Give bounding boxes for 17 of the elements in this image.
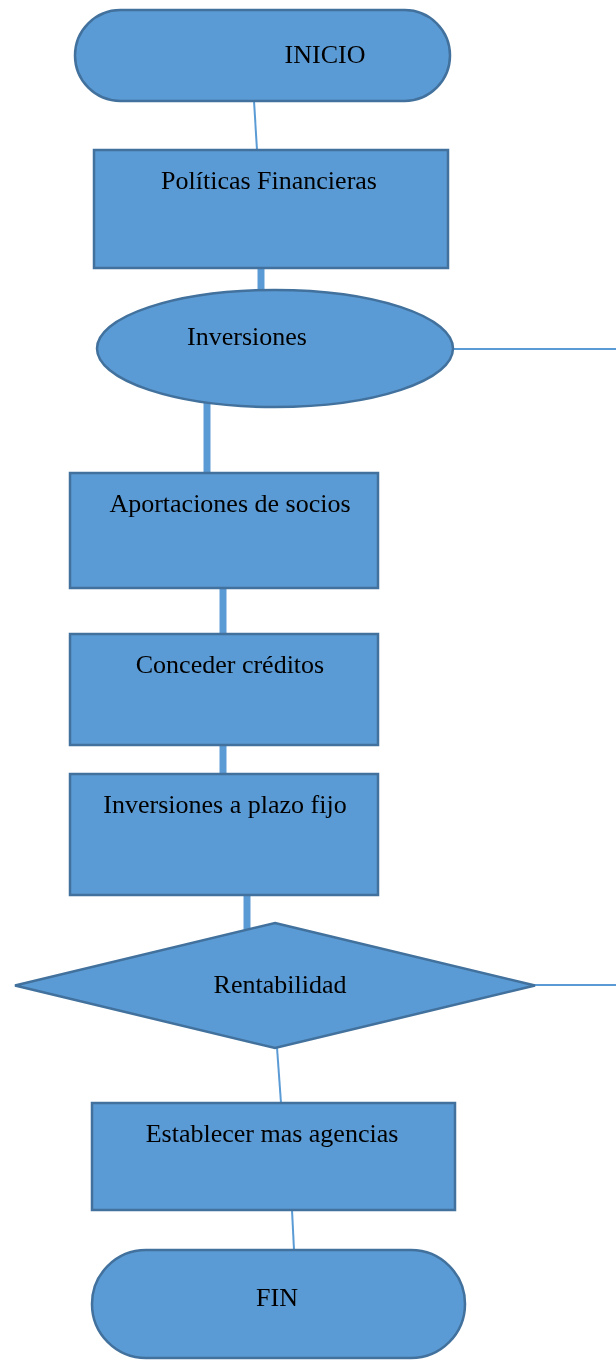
node-text: Inversiones	[186, 321, 308, 353]
connector-line	[534, 984, 616, 986]
connector-line	[219, 745, 227, 774]
connector-line	[257, 268, 265, 291]
node-text: Conceder créditos	[134, 649, 326, 681]
connector-line	[276, 1046, 282, 1104]
connector-line	[243, 895, 251, 930]
node-text: Establecer mas agencias	[144, 1118, 400, 1150]
connector-line	[452, 348, 616, 350]
connector-line	[219, 588, 227, 634]
connector-line	[203, 402, 211, 473]
node-text: Aportaciones de socios	[108, 488, 352, 520]
node-text: Inversiones a plazo fijo	[102, 789, 348, 821]
node-text: Políticas Financieras	[160, 165, 378, 197]
node-text: Rentabilidad	[212, 969, 348, 1001]
node-text: FIN	[255, 1282, 299, 1314]
node-text: INICIO	[283, 39, 367, 71]
